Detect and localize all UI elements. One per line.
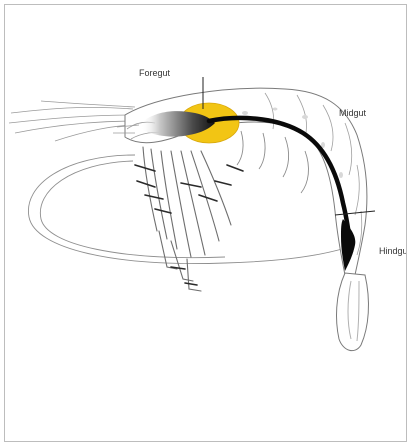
shrimp-digestive-diagram — [5, 5, 407, 442]
leg-accents — [135, 165, 243, 285]
label-midgut: Midgut — [339, 109, 366, 118]
label-hindgut: Hindgut — [379, 247, 407, 256]
tail-fan — [337, 273, 369, 351]
antennae — [9, 101, 137, 141]
swimmerets — [237, 131, 308, 193]
walking-legs — [143, 147, 231, 291]
label-foregut: Foregut — [139, 69, 170, 78]
diagram-frame: Foregut Midgut Hindgut — [4, 4, 407, 442]
